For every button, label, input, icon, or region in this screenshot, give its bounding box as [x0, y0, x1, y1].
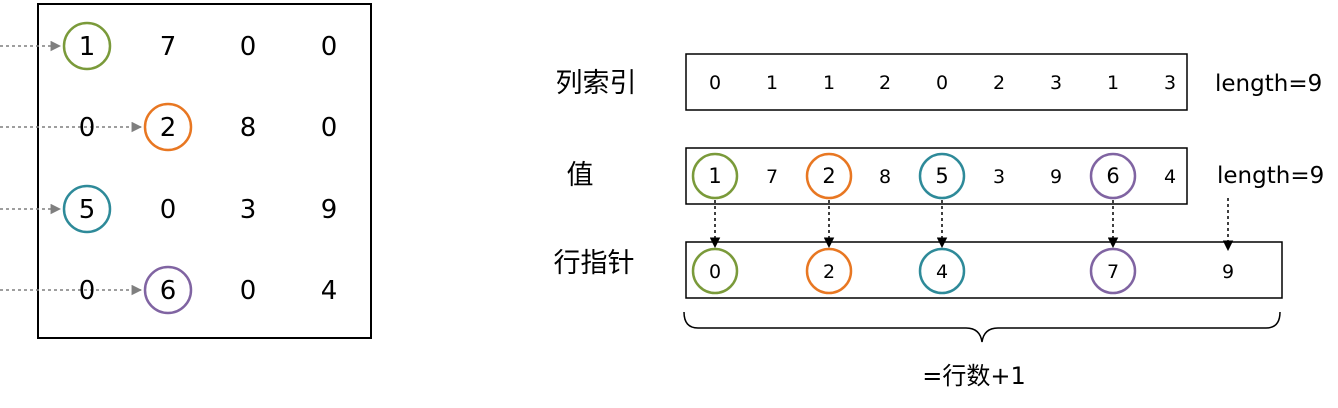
matrix-cell: 5	[79, 195, 96, 225]
row-ptr-highlight-circle	[1089, 247, 1137, 295]
row-ptr-array-box	[685, 241, 1283, 299]
values-value: 9	[1050, 166, 1062, 188]
col-index-value: 2	[879, 72, 891, 94]
row-ptr-value: 2	[823, 261, 835, 283]
col-index-value: 3	[1050, 72, 1062, 94]
values-value: 2	[822, 164, 835, 188]
brace-label: =行数+1	[922, 362, 1026, 390]
matrix-cell: 4	[321, 276, 338, 306]
col-index-value: 1	[766, 72, 778, 94]
matrix-cell: 0	[79, 113, 96, 143]
matrix-cell: 0	[240, 32, 257, 62]
values-value: 5	[935, 164, 948, 188]
row-ptr-value: 9	[1222, 261, 1234, 283]
matrix-cell: 0	[240, 276, 257, 306]
value-highlight-circle	[805, 152, 853, 200]
matrix-cell: 0	[321, 113, 338, 143]
matrix-cell: 8	[240, 113, 257, 143]
values-length-label: length=9	[1217, 163, 1324, 189]
values-value: 3	[993, 166, 1005, 188]
matrix-cell: 7	[160, 32, 177, 62]
col-index-value: 1	[823, 72, 835, 94]
matrix-box	[37, 3, 372, 339]
value-highlight-circle	[1089, 152, 1137, 200]
value-highlight-circle	[918, 152, 966, 200]
values-label: 值	[567, 160, 594, 191]
highlight-circle	[143, 265, 193, 315]
matrix-cell: 0	[160, 195, 177, 225]
col-index-value: 3	[1164, 72, 1176, 94]
matrix-layer: 1 7 0 0 0 2 8 0 5 0 3 9 0 6 0 4	[0, 21, 338, 315]
values-value: 8	[879, 166, 891, 188]
matrix-cell: 0	[79, 276, 96, 306]
col-index-label: 列索引	[556, 68, 637, 99]
row-ptr-value: 7	[1107, 261, 1119, 283]
matrix-cell: 3	[240, 195, 257, 225]
col-index-array-box	[685, 53, 1188, 111]
matrix-cell: 2	[160, 113, 177, 143]
row-ptr-value: 0	[709, 261, 721, 283]
arrays-layer: 0 1 1 2 0 2 3 1 3 1 7 2 8 5 3 9 6 4 0 2 4 7 9	[691, 72, 1234, 295]
row-ptr-label: 行指针	[554, 248, 635, 279]
row-ptr-value: 4	[936, 261, 948, 283]
value-highlight-circle	[691, 152, 739, 200]
values-array-box	[685, 147, 1188, 205]
values-value: 4	[1164, 166, 1176, 188]
col-index-value: 0	[709, 72, 721, 94]
values-value: 6	[1106, 164, 1119, 188]
matrix-cell: 1	[79, 32, 96, 62]
col-index-length-label: length=9	[1215, 71, 1322, 97]
col-index-value: 2	[993, 72, 1005, 94]
highlight-circle	[62, 21, 112, 71]
matrix-cell: 6	[160, 276, 177, 306]
row-ptr-highlight-circle	[691, 247, 739, 295]
matrix-cell: 0	[321, 32, 338, 62]
row-ptr-highlight-circle	[805, 247, 853, 295]
col-index-value: 1	[1107, 72, 1119, 94]
values-value: 1	[708, 164, 721, 188]
values-value: 7	[766, 166, 778, 188]
highlight-circle	[143, 102, 193, 152]
row-ptr-brace	[683, 311, 1281, 343]
matrix-cell: 9	[321, 195, 338, 225]
row-ptr-highlight-circle	[918, 247, 966, 295]
highlight-circle	[62, 184, 112, 234]
col-index-value: 0	[936, 72, 948, 94]
